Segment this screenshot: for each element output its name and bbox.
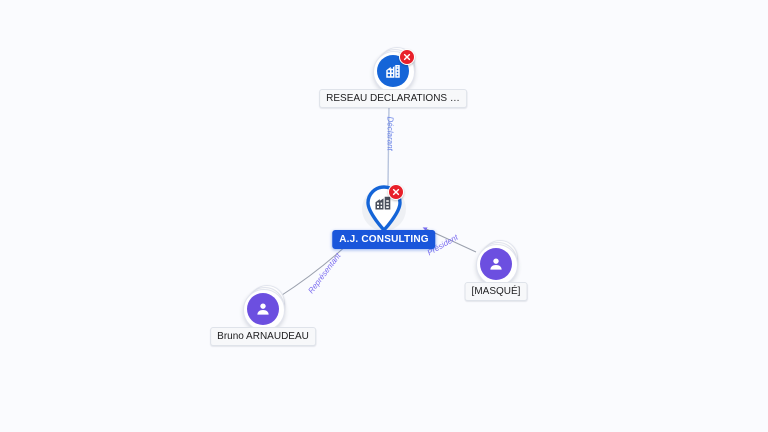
node-label-reseau-declarations[interactable]: RESEAU DECLARATIONS … [319, 89, 467, 108]
node-label-masque[interactable]: [MASQUÉ] [464, 282, 528, 301]
company-node-icon-group[interactable] [373, 47, 415, 93]
person-icon [480, 248, 512, 280]
person-node-icon-group[interactable] [243, 285, 285, 331]
delete-badge-icon[interactable] [388, 184, 404, 200]
node-label-aj-consulting[interactable]: A.J. CONSULTING [332, 230, 436, 249]
person-node-icon-group[interactable] [476, 240, 518, 286]
delete-badge-icon[interactable] [399, 49, 415, 65]
node-label-bruno-arnaudeau[interactable]: Bruno ARNAUDEAU [210, 327, 316, 346]
edge-declarant-line [386, 101, 392, 187]
selected-pin-group[interactable] [362, 184, 406, 239]
person-icon [247, 293, 279, 325]
edge-representant-line [278, 242, 350, 298]
